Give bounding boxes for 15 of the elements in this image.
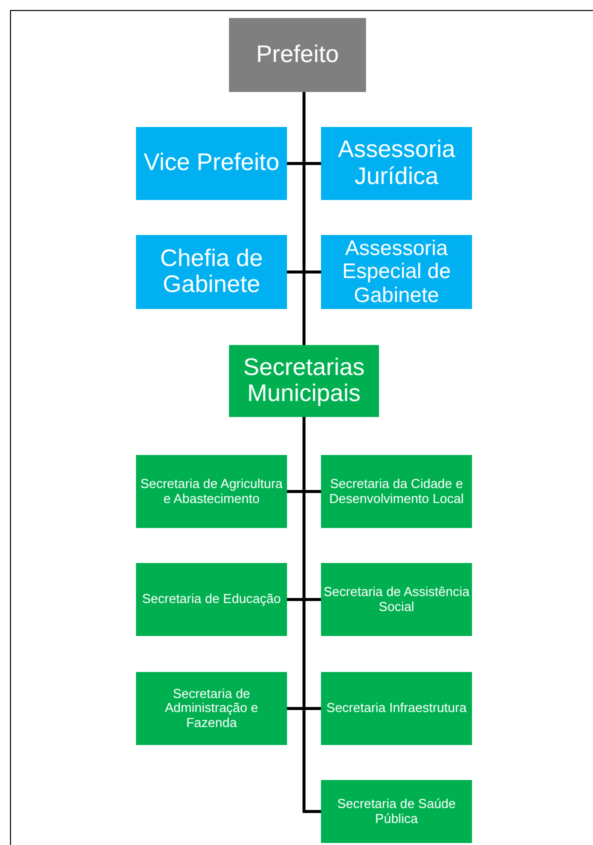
- position-box: Assessoria Especial de Gabinete: [321, 235, 472, 309]
- position-box: Secretarias Municipais: [229, 345, 379, 417]
- position-box: Secretaria de Assistência Social: [321, 563, 472, 636]
- position-box: Secretaria da Cidade e Desenvolvimento Local: [321, 455, 472, 528]
- position-box: Chefia de Gabinete: [136, 235, 287, 309]
- position-box: Secretaria Infraestrutura: [321, 672, 472, 745]
- connector-line: [302, 417, 321, 813]
- position-box: Vice Prefeito: [136, 127, 287, 200]
- position-box: Secretaria de Administração e Fazenda: [136, 672, 287, 745]
- position-box: Secretaria de Saúde Pública: [321, 780, 472, 843]
- position-box: Secretaria de Educação: [136, 563, 287, 636]
- connector-line: [302, 92, 306, 345]
- position-box: Assessoria Jurídica: [321, 127, 472, 200]
- position-box: Secretaria de Agricultura e Abastecimento: [136, 455, 287, 528]
- position-box: Prefeito: [229, 18, 366, 92]
